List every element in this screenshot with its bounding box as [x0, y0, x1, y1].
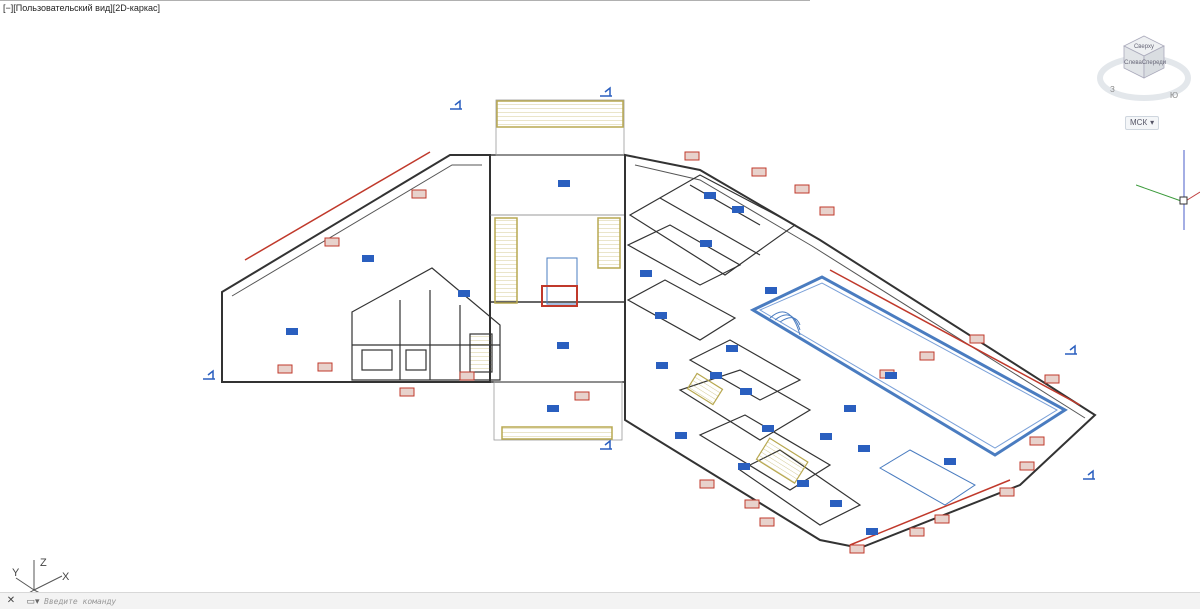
compass-south[interactable]: Ю — [1170, 91, 1178, 100]
command-line: ✕ ▭▾ — [0, 592, 1200, 609]
view-menu[interactable]: [Пользовательский вид] — [13, 3, 113, 13]
drawing-canvas[interactable] — [0, 0, 1200, 592]
viewcube-face-top[interactable]: Сверху — [1134, 44, 1154, 50]
ucs-x-label: X — [62, 571, 70, 583]
compass-west[interactable]: З — [1110, 85, 1115, 94]
left-rooms — [351, 267, 501, 381]
left-wing — [221, 151, 491, 383]
section-markers — [203, 86, 1095, 480]
wcs-label: МСК — [1130, 118, 1148, 127]
central-hall — [489, 99, 626, 441]
ucs-z-label: Z — [40, 557, 47, 569]
crosshair-icon — [1136, 150, 1200, 230]
command-input[interactable] — [40, 594, 448, 608]
room-tags-blue — [286, 180, 956, 535]
ucs-y-label: Y — [12, 567, 20, 579]
top-border — [0, 0, 810, 1]
chevron-down-icon: ▾ — [1150, 118, 1155, 127]
close-icon[interactable]: ✕ — [6, 595, 16, 606]
viewcube-face-left[interactable]: Слева — [1124, 60, 1142, 66]
visual-style-menu[interactable]: [2D-каркас] — [112, 3, 161, 13]
swimming-pool — [749, 275, 1068, 506]
right-wing — [624, 153, 1097, 550]
command-history-icon[interactable]: ▭▾ — [26, 595, 40, 606]
ucs-axes-icon: Z Y X — [12, 557, 70, 592]
wcs-menu[interactable]: МСК ▾ — [1125, 116, 1160, 130]
viewcube-face-front[interactable]: Спереди — [1142, 60, 1166, 66]
right-rooms — [626, 174, 862, 526]
viewport-controls: [−][Пользовательский вид][2D-каркас] — [3, 3, 160, 13]
room-tags-red — [277, 151, 1060, 554]
viewport-control-menu[interactable]: [−] — [3, 3, 14, 13]
viewcube[interactable]: Сверху Слева Спереди З Ю — [1096, 28, 1192, 106]
